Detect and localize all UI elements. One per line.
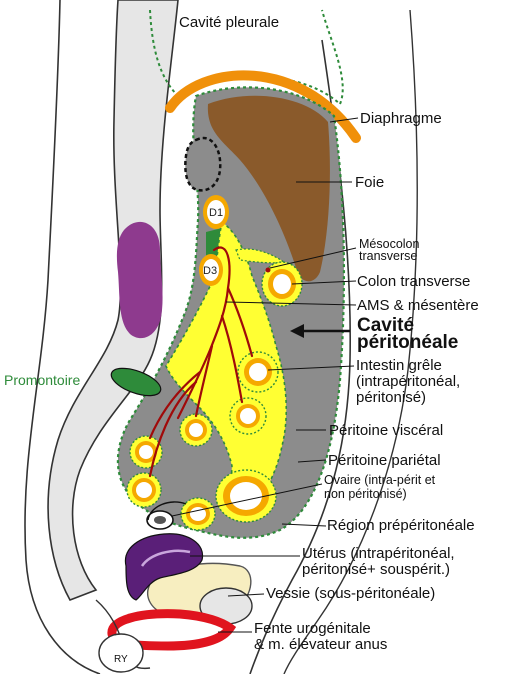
lesser-sac-pocket: [185, 138, 220, 190]
ry-region: [99, 634, 143, 672]
label-small-bowel-1: Intestin grêle: [356, 357, 442, 374]
label-uterus-2: péritonisé+ souspérit.): [302, 561, 450, 578]
label-sma: AMS & mésentère: [357, 297, 479, 314]
label-preperitoneal: Région prépéritonéale: [327, 517, 475, 534]
label-transverse-colon: Colon transverse: [357, 273, 470, 290]
label-d1: D1: [209, 207, 223, 219]
label-mesocolon-2: transverse: [359, 249, 417, 263]
label-ovary-1: Ovaire (intra-périt et: [324, 473, 436, 487]
label-ry: RY: [114, 654, 128, 665]
small-bowel-loop: [180, 414, 212, 446]
label-ovary-2: non péritonisé): [324, 487, 407, 501]
label-liver: Foie: [355, 174, 384, 191]
vessel-dot: [266, 268, 271, 273]
label-small-bowel-3: péritonisé): [356, 389, 426, 406]
small-bowel-loop: [130, 436, 162, 468]
label-pleural-cavity: Cavité pleurale: [179, 14, 279, 31]
label-urogenital-2: & m. élévateur anus: [254, 636, 387, 653]
label-promontory: Promontoire: [4, 372, 80, 388]
label-cavity-2: péritonéale: [357, 332, 458, 353]
label-visceral-peritoneum: Péritoine viscéral: [329, 422, 443, 439]
small-bowel-loop: [127, 473, 161, 507]
label-parietal-peritoneum: Péritoine pariétal: [328, 452, 441, 469]
rectum: [117, 222, 163, 338]
label-uterus-1: Utérus (intrapéritonéal,: [302, 545, 455, 562]
label-urogenital-1: Fente urogénitale: [254, 620, 371, 637]
small-bowel-loop: [181, 498, 215, 530]
label-bladder: Vessie (sous-péritonéale): [266, 585, 435, 602]
label-d3: D3: [203, 265, 217, 277]
small-bowel-loop: [230, 398, 266, 434]
label-small-bowel-2: (intrapéritonéal,: [356, 373, 460, 390]
small-bowel-loop: [238, 352, 278, 392]
label-diaphragm: Diaphragme: [360, 110, 442, 127]
